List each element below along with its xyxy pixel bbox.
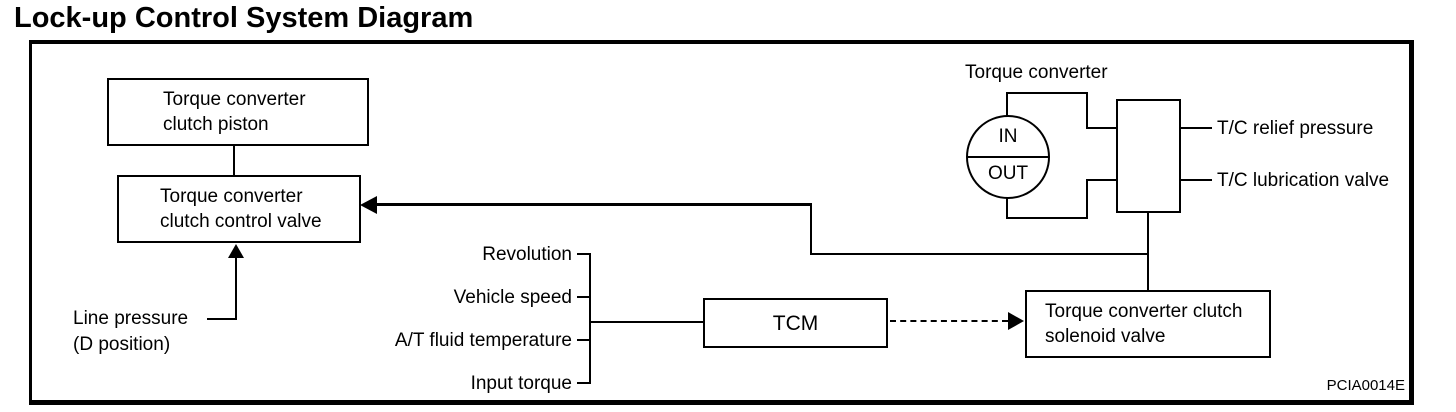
piston-box-line1: Torque converter (163, 89, 306, 110)
torque-converter-in-label: IN (998, 126, 1018, 147)
tc-bottom-horizontal-line (1006, 217, 1088, 219)
sensor-bus-to-tcm-line (591, 321, 703, 323)
tc-relief-pressure-label: T/C relief pressure (1217, 118, 1374, 139)
page-title: Lock-up Control System Diagram (14, 2, 474, 34)
input-torque-leader (577, 382, 591, 384)
input-label-revolution: Revolution (482, 244, 572, 265)
tc-top-down-line (1086, 92, 1088, 129)
torque-converter-circle-divider (968, 156, 1048, 158)
hydraulic-line-elbow-vertical (810, 204, 812, 255)
torque-converter-out-label: OUT (987, 163, 1029, 184)
control-valve-box-line2: clutch control valve (160, 211, 322, 232)
control-valve-box-line1: Torque converter (160, 186, 303, 207)
tc-bottom-up-line (1086, 179, 1088, 219)
tc-relief-pressure-line (1181, 127, 1212, 129)
torque-converter-clutch-piston-box: Torque converter clutch piston (107, 78, 369, 146)
tc-relief-lubrication-valve-box (1116, 99, 1181, 213)
connector-tc-valve-to-solenoid (1147, 212, 1149, 292)
torque-converter-clutch-control-valve-box: Torque converter clutch control valve (117, 175, 361, 243)
piston-box-line2: clutch piston (163, 114, 269, 135)
revolution-leader (577, 253, 591, 255)
tc-lubrication-line (1181, 179, 1212, 181)
sensor-bus-vertical (589, 253, 591, 384)
line-pressure-label: Line pressure (73, 308, 189, 329)
diagram-frame (29, 40, 1414, 405)
tc-into-valve-top-line (1086, 127, 1118, 129)
input-label-vehicle-speed: Vehicle speed (453, 287, 572, 308)
arrowhead-right-icon (1008, 312, 1024, 330)
hydraulic-line-horizontal (810, 253, 1149, 255)
arrowhead-up-icon (228, 244, 244, 258)
tc-into-valve-bottom-line (1086, 179, 1118, 181)
input-label-at-fluid-temperature: A/T fluid temperature (394, 330, 572, 351)
fluid-temperature-leader (577, 339, 591, 341)
tc-circle-top-line (1006, 92, 1008, 118)
tc-circle-bottom-line (1006, 196, 1008, 219)
line-pressure-vertical (235, 256, 237, 320)
input-label-input-torque: Input torque (470, 373, 572, 394)
tc-lubrication-valve-label: T/C lubrication valve (1217, 170, 1390, 191)
solenoid-box-line2: solenoid valve (1045, 326, 1166, 347)
tc-top-horizontal-line (1006, 92, 1088, 94)
connector-piston-to-control-valve (233, 146, 235, 176)
figure-code: PCIA0014E (1326, 377, 1405, 394)
tcm-to-solenoid-dashed-line (890, 320, 1008, 322)
hydraulic-line-to-control-valve (376, 203, 812, 206)
tcm-box: TCM (703, 298, 888, 348)
arrowhead-left-icon (360, 196, 377, 214)
solenoid-box-line1: Torque converter clutch (1045, 301, 1243, 322)
tcm-box-label: TCM (772, 311, 819, 335)
vehicle-speed-leader (577, 296, 591, 298)
torque-converter-label: Torque converter (965, 62, 1108, 83)
d-position-label: (D position) (73, 334, 171, 355)
torque-converter-clutch-solenoid-valve-box: Torque converter clutch solenoid valve (1025, 290, 1271, 358)
line-pressure-leader (207, 318, 237, 320)
